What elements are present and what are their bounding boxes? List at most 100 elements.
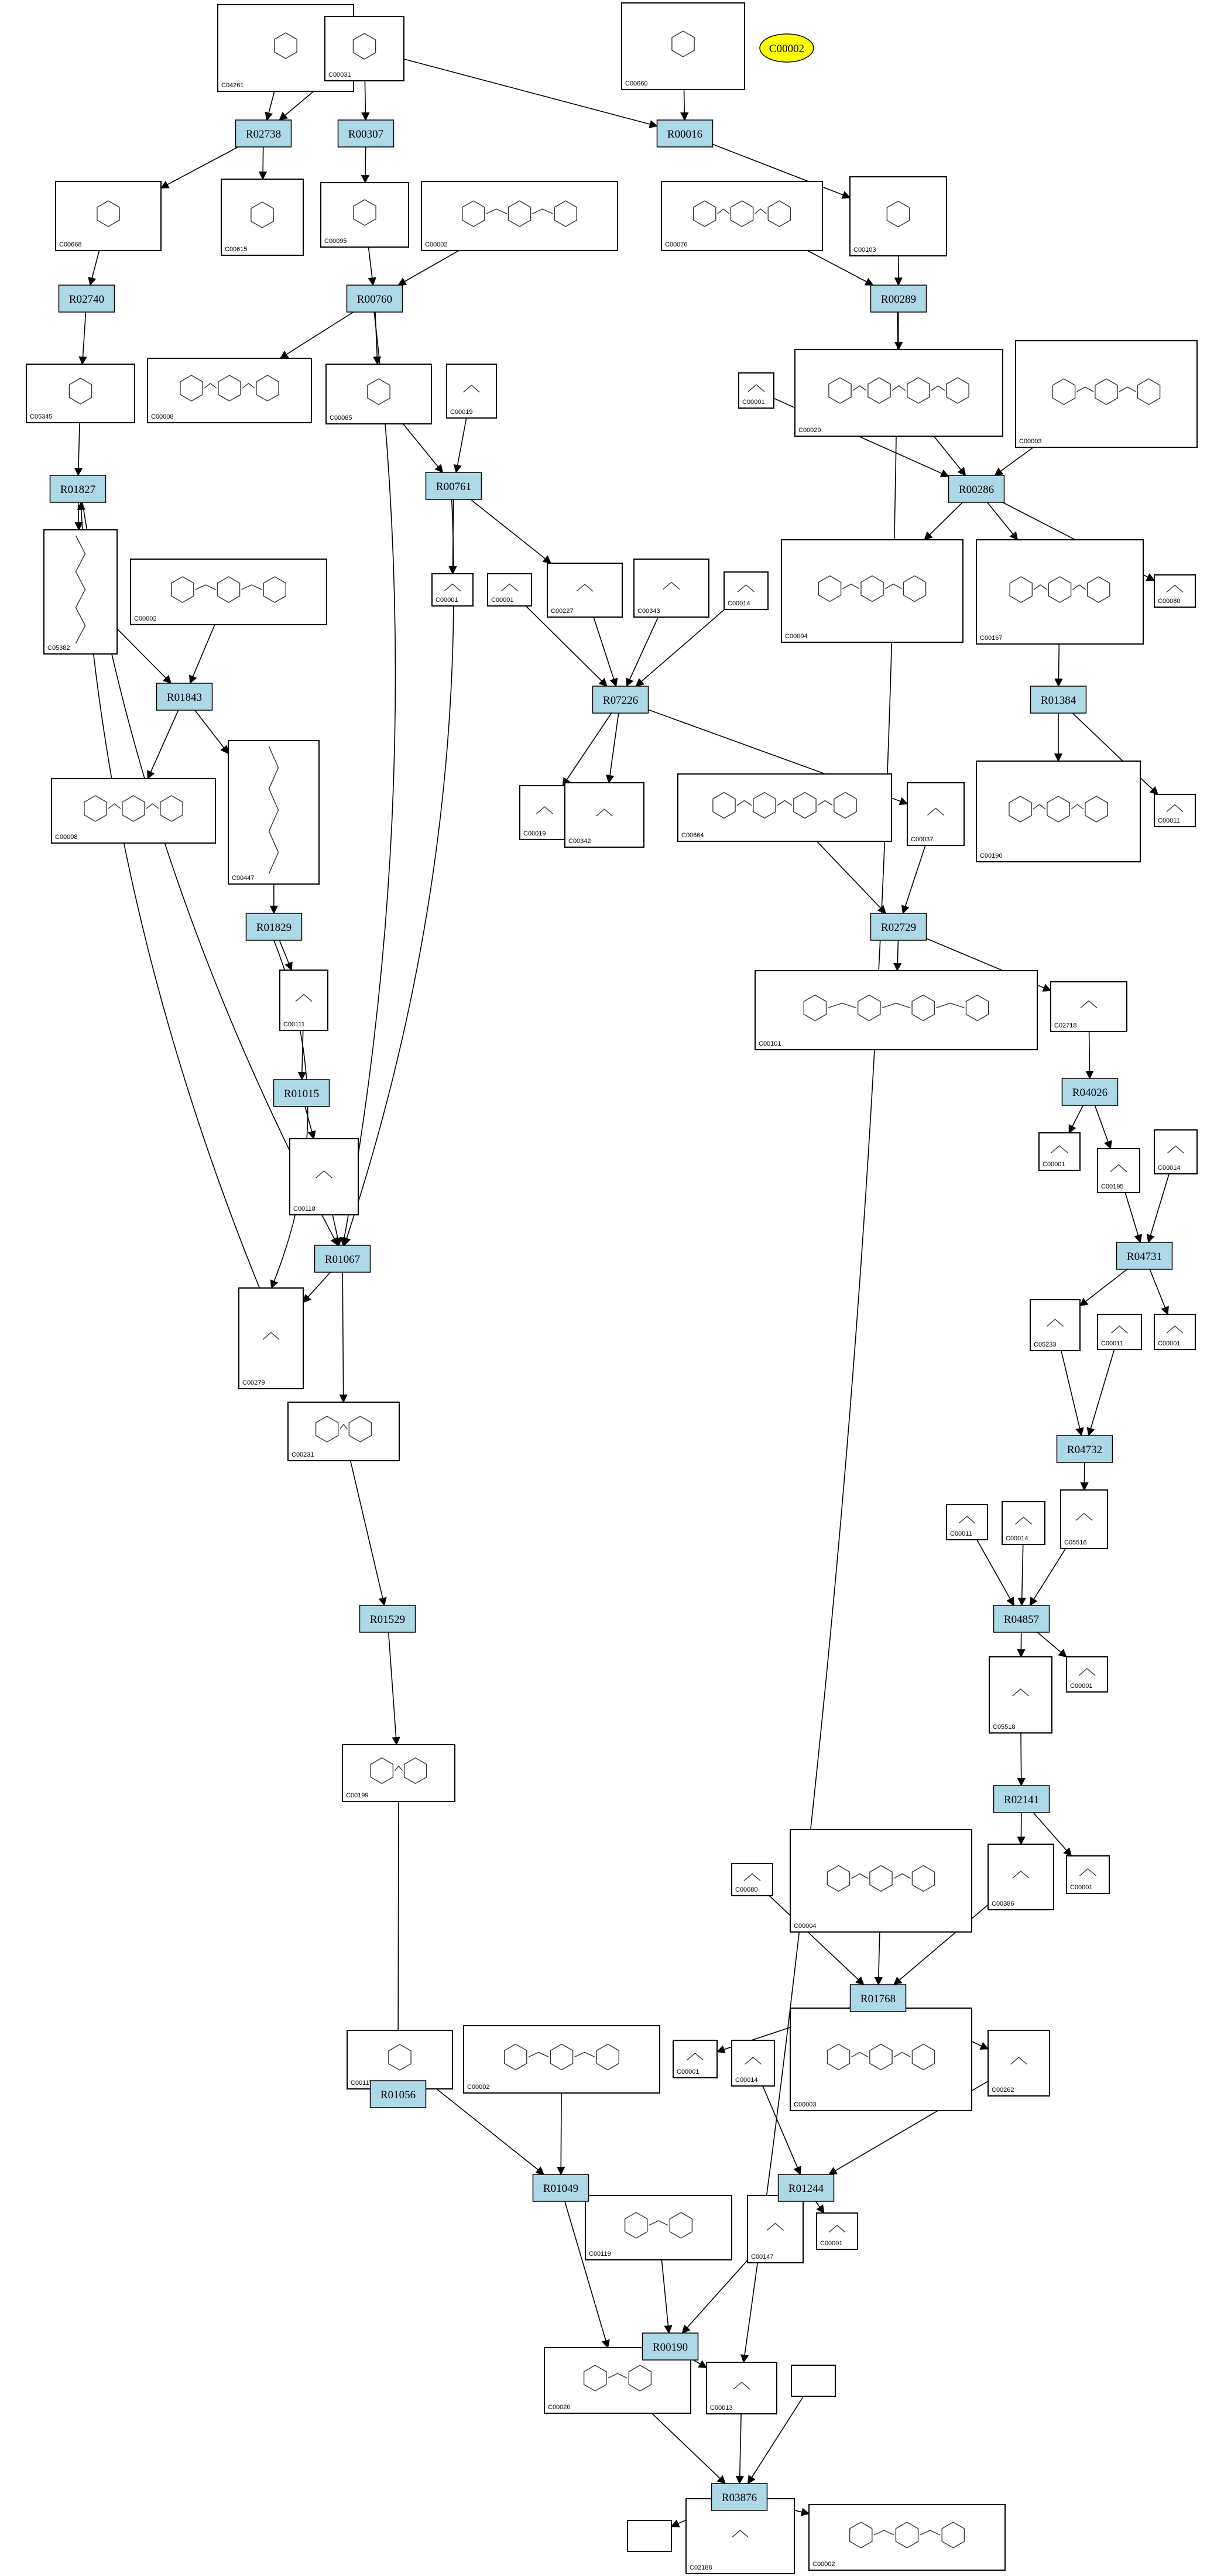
compound-node-C00001h[interactable]: C00001	[673, 2040, 718, 2078]
reaction-node-R02740[interactable]: R02740	[58, 285, 115, 313]
reaction-node-R00289[interactable]: R00289	[870, 285, 927, 313]
compound-node-C00001a[interactable]: C00001	[738, 372, 774, 409]
compound-node-C05518[interactable]: C05518	[989, 1656, 1052, 1734]
compound-node-C00004b[interactable]: C00004	[790, 1829, 972, 1933]
reaction-node-R02141[interactable]: R02141	[993, 1785, 1050, 1813]
compound-node-C00668[interactable]: C00668	[55, 181, 162, 251]
reaction-node-R01049[interactable]: R01049	[532, 2174, 589, 2202]
compound-node-C00080a[interactable]: C00080	[1154, 574, 1196, 608]
compound-node-C00004a[interactable]: C00004	[781, 539, 963, 643]
compound-node-C00085[interactable]: C00085	[325, 364, 432, 424]
reaction-node-R00016[interactable]: R00016	[656, 119, 714, 148]
compound-node-Cempty1[interactable]	[791, 2365, 836, 2397]
reaction-node-R07226[interactable]: R07226	[592, 686, 649, 714]
compound-node-C00227[interactable]: C00227	[547, 563, 623, 618]
reaction-node-R01015[interactable]: R01015	[273, 1079, 330, 1107]
compound-node-C05233[interactable]: C05233	[1030, 1299, 1081, 1351]
reaction-node-R04857[interactable]: R04857	[993, 1605, 1050, 1633]
highlight-compound-ellipse[interactable]	[759, 33, 814, 63]
compound-node-C00002c[interactable]: C00002	[463, 2025, 660, 2094]
compound-node-C02718[interactable]: C02718	[1050, 981, 1127, 1032]
compound-node-C00262[interactable]: C00262	[987, 2030, 1050, 2097]
compound-node-C00003b[interactable]: C00003	[790, 2008, 972, 2111]
reaction-node-R00286[interactable]: R00286	[948, 475, 1005, 503]
compound-node-C00167[interactable]: C00167	[976, 539, 1144, 645]
compound-node-C00195[interactable]: C00195	[1097, 1148, 1140, 1193]
compound-node-C00014d[interactable]: C00014	[731, 2040, 775, 2087]
reaction-node-R00761[interactable]: R00761	[425, 472, 482, 500]
reaction-node-R01827[interactable]: R01827	[49, 475, 107, 503]
reaction-node-R01529[interactable]: R01529	[359, 1605, 416, 1633]
compound-node-C00147[interactable]: C00147	[747, 2195, 804, 2263]
reaction-node-R04732[interactable]: R04732	[1056, 1435, 1113, 1463]
compound-node-C00119[interactable]: C00119	[585, 2195, 732, 2260]
compound-node-C00001d[interactable]: C00001	[1038, 1132, 1081, 1171]
compound-node-C00037[interactable]: C00037	[907, 782, 965, 846]
compound-box	[347, 2030, 453, 2089]
compound-node-C00001g[interactable]: C00001	[1066, 1855, 1110, 1894]
reaction-node-R01067[interactable]: R01067	[314, 1245, 371, 1273]
compound-node-C00447[interactable]: C00447	[228, 740, 320, 885]
compound-node-C00002b[interactable]: C00002	[130, 559, 327, 625]
compound-node-C00190[interactable]: C00190	[976, 761, 1141, 862]
reaction-node-R04026[interactable]: R04026	[1061, 1078, 1119, 1106]
compound-node-C00014b[interactable]: C00014	[1154, 1129, 1198, 1174]
compound-node-C00001i[interactable]: C00001	[816, 2212, 858, 2250]
compound-node-C00664[interactable]: C00664	[677, 773, 892, 842]
compound-node-C00001b[interactable]: C00001	[431, 573, 474, 607]
compound-node-C00615[interactable]: C00615	[221, 179, 304, 256]
compound-node-C00117[interactable]: C00117	[347, 2030, 453, 2089]
compound-node-C00103[interactable]: C00103	[849, 176, 947, 256]
compound-node-C00014a[interactable]: C00014	[723, 571, 769, 610]
compound-node-C00014c[interactable]: C00014	[1002, 1501, 1045, 1545]
compound-node-C00008a[interactable]: C00008	[147, 358, 312, 423]
compound-node-C00031[interactable]: C00031	[324, 16, 404, 81]
reaction-node-R02738[interactable]: R02738	[235, 119, 292, 148]
compound-box	[1154, 1314, 1196, 1350]
compound-node-C00111[interactable]: C00111	[279, 970, 328, 1031]
compound-node-C00080b[interactable]: C00080	[731, 1863, 773, 1896]
reaction-node-R04731[interactable]: R04731	[1116, 1242, 1173, 1270]
compound-node-C00231[interactable]: C00231	[287, 1402, 400, 1461]
compound-node-C05516[interactable]: C05516	[1060, 1489, 1108, 1549]
reaction-node-R02729[interactable]: R02729	[870, 913, 927, 941]
reaction-node-R00307[interactable]: R00307	[337, 119, 395, 148]
compound-node-C00342[interactable]: C00342	[564, 782, 644, 848]
compound-node-C00019b[interactable]: C00019	[519, 785, 570, 840]
compound-node-C00002d[interactable]: C00002	[808, 2504, 1006, 2571]
reaction-node-R00190[interactable]: R00190	[642, 2332, 699, 2361]
compound-node-C00343[interactable]: C00343	[633, 559, 709, 618]
reaction-node-R03876[interactable]: R03876	[711, 2483, 768, 2511]
compound-node-Cempty2[interactable]	[627, 2520, 672, 2552]
reaction-node-R00760[interactable]: R00760	[346, 285, 403, 313]
compound-node-C05345[interactable]: C05345	[26, 364, 135, 423]
compound-node-C00011b[interactable]: C00011	[1097, 1314, 1142, 1350]
compound-node-C00001f[interactable]: C00001	[1066, 1656, 1108, 1693]
compound-node-C00029[interactable]: C00029	[794, 349, 1003, 437]
compound-node-C00660[interactable]: C00660	[621, 2, 745, 90]
compound-node-C00002a[interactable]: C00002	[421, 181, 618, 251]
compound-node-C00008b[interactable]: C00008	[51, 778, 216, 844]
compound-node-C00279[interactable]: C00279	[238, 1287, 304, 1389]
compound-node-C00001c[interactable]: C00001	[487, 573, 532, 607]
compound-node-C00118[interactable]: C00118	[289, 1138, 359, 1215]
reaction-node-R01244[interactable]: R01244	[777, 2174, 835, 2202]
reaction-node-R01384[interactable]: R01384	[1030, 686, 1087, 714]
reaction-node-R01056[interactable]: R01056	[369, 2080, 427, 2108]
compound-node-C00101[interactable]: C00101	[755, 970, 1038, 1050]
compound-node-C00199[interactable]: C00199	[342, 1744, 455, 1802]
compound-node-C00001e[interactable]: C00001	[1154, 1314, 1196, 1350]
compound-node-C02188[interactable]: C02188	[685, 2498, 795, 2574]
compound-node-C00011c[interactable]: C00011	[946, 1504, 988, 1540]
compound-node-C00003a[interactable]: C00003	[1015, 340, 1198, 448]
reaction-node-R01829[interactable]: R01829	[245, 913, 303, 941]
compound-node-C00095[interactable]: C00095	[320, 182, 409, 248]
compound-node-C00011a[interactable]: C00011	[1154, 794, 1196, 827]
reaction-node-R01768[interactable]: R01768	[849, 1984, 907, 2012]
compound-node-C00013[interactable]: C00013	[706, 2362, 777, 2414]
reaction-node-R01843[interactable]: R01843	[156, 683, 213, 711]
compound-node-C00076[interactable]: C00076	[661, 181, 823, 251]
compound-node-C00019[interactable]: C00019	[446, 364, 497, 419]
compound-node-C00386[interactable]: C00386	[987, 1844, 1054, 1910]
compound-node-C05382[interactable]: C05382	[43, 529, 118, 655]
